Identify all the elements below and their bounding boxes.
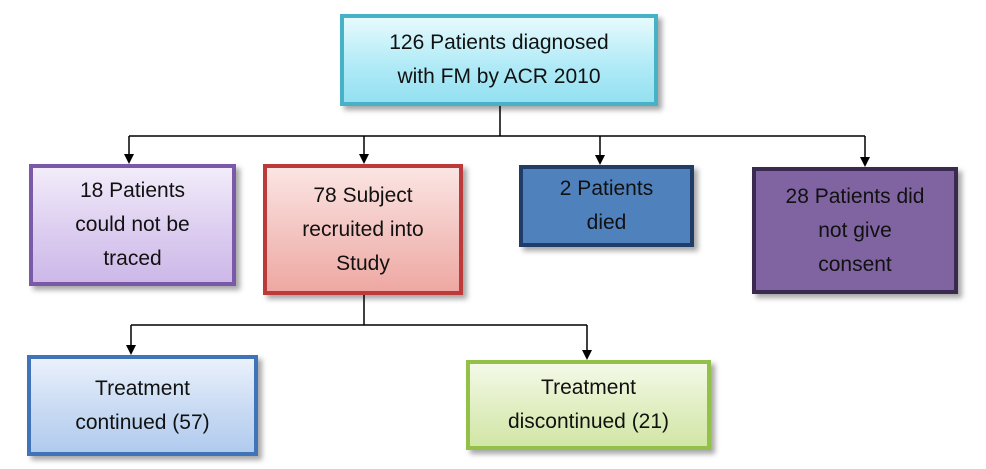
root-node-label: 126 Patients diagnosed with FM by ACR 20… [389,31,609,88]
not-traced-node-label: 18 Patients could not be traced [75,179,190,270]
root-node: 126 Patients diagnosed with FM by ACR 20… [340,14,658,106]
no-consent-node: 28 Patients did not give consent [752,167,958,294]
died-node-label: 2 Patients died [559,177,654,234]
treatment-discontinued-node-label: Treatment discontinued (21) [507,376,670,433]
treatment-continued-node-label: Treatment continued (57) [75,376,210,434]
no-consent-node-label: 28 Patients did not give consent [785,184,925,276]
recruited-node: 78 Subject recruited into Study [263,164,463,295]
treatment-continued-node: Treatment continued (57) [27,355,258,456]
recruited-node-label: 78 Subject recruited into Study [302,183,424,275]
treatment-discontinued-node: Treatment discontinued (21) [466,360,711,450]
not-traced-node: 18 Patients could not be traced [29,164,236,286]
died-node: 2 Patients died [519,165,694,247]
